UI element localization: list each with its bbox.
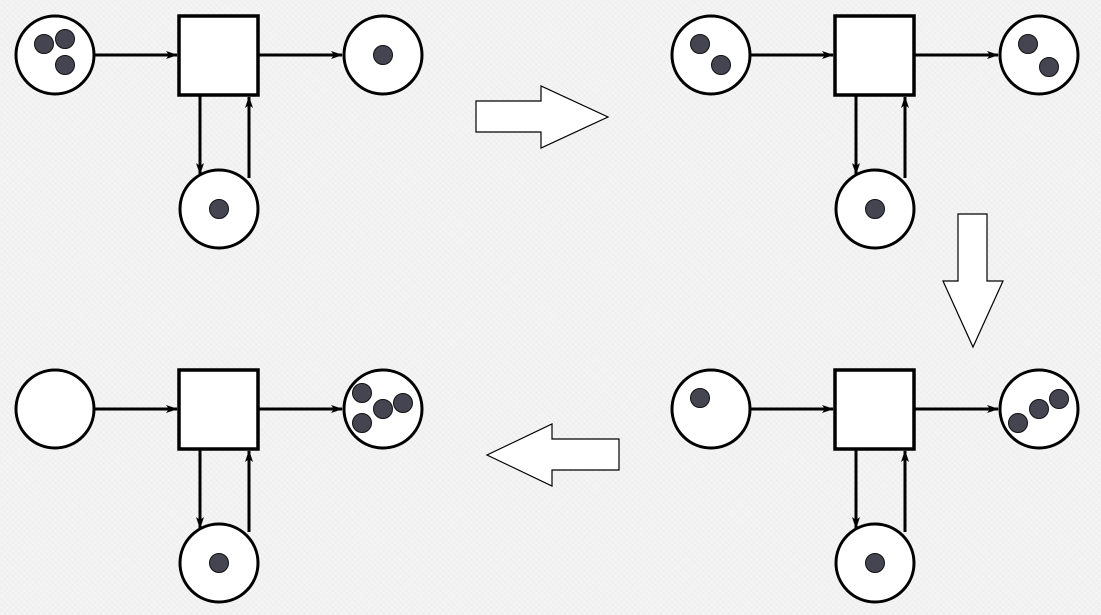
place-input: [14, 368, 96, 450]
token-output: [1039, 57, 1059, 77]
petri-net-state-1: [14, 14, 424, 250]
token-output: [352, 383, 372, 403]
step-arrow-left-icon: [485, 423, 620, 487]
token-output: [373, 399, 393, 419]
token-input: [690, 388, 710, 408]
token-loop: [865, 553, 885, 573]
step-arrow-right-icon: [475, 85, 610, 149]
token-loop: [209, 553, 229, 573]
petri-net-state-3: [670, 368, 1080, 604]
place-input: [670, 368, 752, 450]
token-input: [55, 29, 75, 49]
token-input: [34, 34, 54, 54]
transition-box: [177, 368, 260, 451]
token-output: [352, 413, 372, 433]
token-loop: [209, 199, 229, 219]
petri-net-state-2: [670, 14, 1080, 250]
token-input: [690, 34, 710, 54]
transition-box: [833, 368, 916, 451]
token-input: [711, 55, 731, 75]
petri-net-state-4: [14, 368, 424, 604]
token-output: [1018, 34, 1038, 54]
token-output: [393, 393, 413, 413]
token-output: [1029, 399, 1049, 419]
step-arrow-down-icon: [942, 213, 1004, 349]
place-input: [670, 14, 752, 96]
place-input: [14, 14, 96, 96]
token-input: [55, 55, 75, 75]
transition-box: [177, 14, 260, 97]
token-loop: [865, 199, 885, 219]
token-output: [373, 45, 393, 65]
place-output: [998, 14, 1080, 96]
token-output: [1049, 389, 1069, 409]
token-output: [1008, 413, 1028, 433]
transition-box: [833, 14, 916, 97]
